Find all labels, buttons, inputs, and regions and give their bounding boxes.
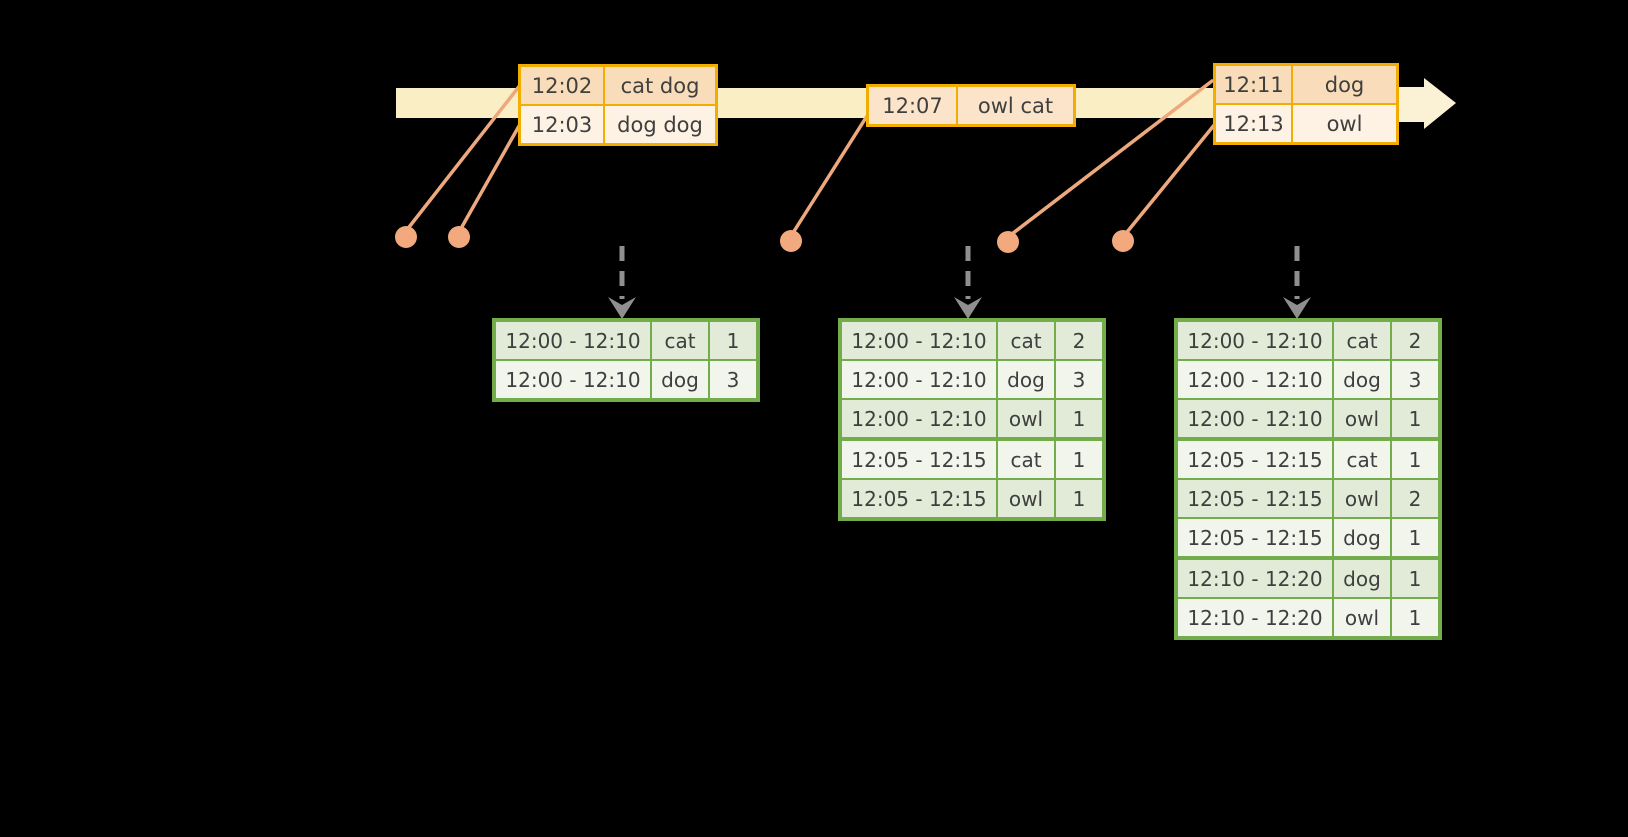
result-row: 12:00 - 12:10 cat 2 bbox=[839, 319, 1105, 361]
word-cell: cat bbox=[650, 319, 710, 361]
event-time-dot bbox=[780, 230, 802, 252]
count-cell: 3 bbox=[1390, 359, 1441, 400]
word-cell: dog bbox=[650, 359, 710, 401]
event-time: 12:07 bbox=[866, 84, 958, 127]
event-time-dot bbox=[395, 226, 417, 248]
result-table-3: 12:00 - 12:10 cat 2 12:00 - 12:10 dog 3 … bbox=[1174, 318, 1442, 640]
window-cell: 12:05 - 12:15 bbox=[1175, 517, 1334, 559]
event-words: dog bbox=[1291, 63, 1399, 105]
arrow-down-icon bbox=[954, 297, 982, 319]
window-cell: 12:00 - 12:10 bbox=[839, 359, 998, 400]
count-cell: 1 bbox=[1390, 517, 1441, 559]
result-row: 12:00 - 12:10 owl 1 bbox=[839, 398, 1105, 440]
result-row: 12:00 - 12:10 dog 3 bbox=[839, 359, 1105, 400]
event-time-dot bbox=[1112, 230, 1134, 252]
event-connector-line bbox=[1121, 122, 1217, 239]
event-table-1: 12:02 cat dog 12:03 dog dog bbox=[518, 64, 718, 146]
word-cell: cat bbox=[996, 319, 1056, 361]
count-cell: 1 bbox=[1390, 398, 1441, 440]
result-row: 12:10 - 12:20 dog 1 bbox=[1175, 556, 1441, 599]
event-row: 12:02 cat dog bbox=[518, 64, 718, 106]
trigger-arrow bbox=[608, 246, 636, 319]
result-row: 12:05 - 12:15 cat 1 bbox=[839, 437, 1105, 480]
word-cell: owl bbox=[1332, 398, 1392, 440]
timeline-arrowhead-icon bbox=[1424, 78, 1456, 129]
result-row: 12:00 - 12:10 cat 2 bbox=[1175, 319, 1441, 361]
result-row: 12:00 - 12:10 dog 3 bbox=[1175, 359, 1441, 400]
count-cell: 1 bbox=[1054, 437, 1105, 480]
word-cell: cat bbox=[1332, 437, 1392, 480]
count-cell: 1 bbox=[1390, 437, 1441, 480]
arrow-down-icon bbox=[1283, 297, 1311, 319]
arrow-down-icon bbox=[608, 297, 636, 319]
event-row: 12:07 owl cat bbox=[866, 84, 1076, 127]
event-time: 12:13 bbox=[1213, 103, 1293, 145]
window-cell: 12:00 - 12:10 bbox=[1175, 319, 1334, 361]
window-cell: 12:05 - 12:15 bbox=[1175, 478, 1334, 519]
word-cell: owl bbox=[1332, 478, 1392, 519]
result-table-1: 12:00 - 12:10 cat 1 12:00 - 12:10 dog 3 bbox=[492, 318, 760, 402]
count-cell: 1 bbox=[1390, 597, 1441, 639]
result-row: 12:05 - 12:15 owl 2 bbox=[1175, 478, 1441, 519]
event-words: owl bbox=[1291, 103, 1399, 145]
timeline-arrow-shaft bbox=[1395, 87, 1425, 122]
event-table-2: 12:07 owl cat bbox=[866, 84, 1076, 127]
count-cell: 1 bbox=[1390, 556, 1441, 599]
event-time-dot bbox=[997, 231, 1019, 253]
window-cell: 12:05 - 12:15 bbox=[1175, 437, 1334, 480]
event-connector-line bbox=[457, 124, 521, 234]
word-cell: dog bbox=[1332, 359, 1392, 400]
count-cell: 1 bbox=[1054, 478, 1105, 520]
result-row: 12:05 - 12:15 cat 1 bbox=[1175, 437, 1441, 480]
event-words: owl cat bbox=[956, 84, 1076, 127]
event-words: cat dog bbox=[603, 64, 718, 106]
event-time: 12:03 bbox=[518, 104, 605, 146]
window-cell: 12:00 - 12:10 bbox=[1175, 359, 1334, 400]
count-cell: 3 bbox=[708, 359, 759, 401]
event-time: 12:02 bbox=[518, 64, 605, 106]
count-cell: 1 bbox=[1054, 398, 1105, 440]
word-cell: dog bbox=[1332, 556, 1392, 599]
window-cell: 12:00 - 12:10 bbox=[493, 359, 652, 401]
word-cell: owl bbox=[1332, 597, 1392, 639]
window-cell: 12:00 - 12:10 bbox=[1175, 398, 1334, 440]
word-cell: dog bbox=[1332, 517, 1392, 559]
event-time: 12:11 bbox=[1213, 63, 1293, 105]
window-cell: 12:05 - 12:15 bbox=[839, 478, 998, 520]
word-cell: cat bbox=[996, 437, 1056, 480]
event-connector-line bbox=[789, 114, 869, 238]
event-connector-line bbox=[404, 82, 523, 233]
event-time-dot bbox=[448, 226, 470, 248]
result-table-2: 12:00 - 12:10 cat 2 12:00 - 12:10 dog 3 … bbox=[838, 318, 1106, 521]
result-row: 12:05 - 12:15 dog 1 bbox=[1175, 517, 1441, 559]
count-cell: 1 bbox=[708, 319, 759, 361]
word-cell: dog bbox=[996, 359, 1056, 400]
event-table-3: 12:11 dog 12:13 owl bbox=[1213, 63, 1399, 145]
event-row: 12:03 dog dog bbox=[518, 104, 718, 146]
result-row: 12:00 - 12:10 cat 1 bbox=[493, 319, 759, 361]
event-connector-line bbox=[1006, 79, 1214, 239]
window-cell: 12:00 - 12:10 bbox=[839, 319, 998, 361]
trigger-arrow bbox=[954, 246, 982, 319]
count-cell: 2 bbox=[1054, 319, 1105, 361]
event-row: 12:13 owl bbox=[1213, 103, 1399, 145]
window-cell: 12:10 - 12:20 bbox=[1175, 597, 1334, 639]
word-cell: owl bbox=[996, 478, 1056, 520]
count-cell: 2 bbox=[1390, 319, 1441, 361]
result-row: 12:00 - 12:10 dog 3 bbox=[493, 359, 759, 401]
trigger-arrow bbox=[1283, 246, 1311, 319]
result-row: 12:10 - 12:20 owl 1 bbox=[1175, 597, 1441, 639]
event-row: 12:11 dog bbox=[1213, 63, 1399, 105]
window-cell: 12:00 - 12:10 bbox=[493, 319, 652, 361]
count-cell: 3 bbox=[1054, 359, 1105, 400]
window-cell: 12:10 - 12:20 bbox=[1175, 556, 1334, 599]
word-cell: cat bbox=[1332, 319, 1392, 361]
word-cell: owl bbox=[996, 398, 1056, 440]
count-cell: 2 bbox=[1390, 478, 1441, 519]
window-cell: 12:05 - 12:15 bbox=[839, 437, 998, 480]
window-cell: 12:00 - 12:10 bbox=[839, 398, 998, 440]
result-row: 12:05 - 12:15 owl 1 bbox=[839, 478, 1105, 520]
event-words: dog dog bbox=[603, 104, 718, 146]
result-row: 12:00 - 12:10 owl 1 bbox=[1175, 398, 1441, 440]
